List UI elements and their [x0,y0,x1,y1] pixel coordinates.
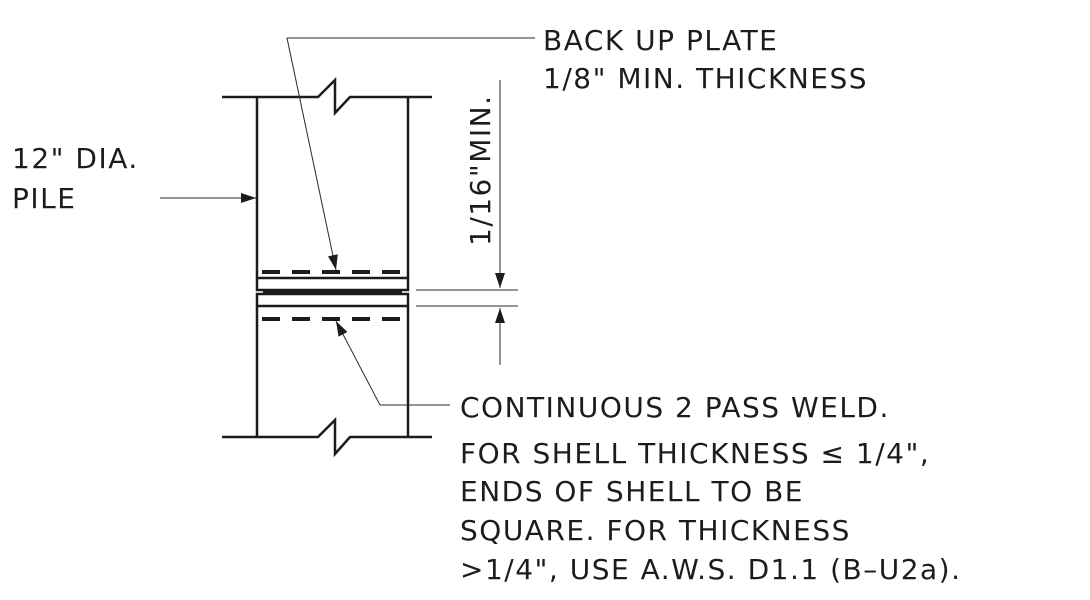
weld-leader [335,320,450,406]
lower-pile-shell [255,306,410,437]
gap-dimension [416,80,518,365]
backup-plate-label-line2: 1/8" MIN. THICKNESS [543,62,868,95]
pile-label-line1: 12" DIA. [12,142,139,175]
weld-pass-dashes [262,270,404,321]
backup-plate-label-line1: BACK UP PLATE [543,24,778,57]
bottom-break-line [222,416,432,458]
weld-note-line3: ENDS OF SHELL TO BE [460,475,804,508]
pile-label-line2: PILE [12,182,76,215]
back-up-plate [263,289,402,295]
weld-note-line1: CONTINUOUS 2 PASS WELD. [460,391,890,424]
weld-note-line5: >1/4", USE A.W.S. D1.1 (B–U2a). [460,553,962,586]
weld-note-line4: SQUARE. FOR THICKNESS [460,514,851,547]
back-up-plate-leader [286,37,535,271]
top-break-line [222,76,432,117]
gap-dimension-label: 1/16"MIN. [464,94,497,246]
upper-pile-shell [255,97,410,278]
weld-note-line2: FOR SHELL THICKNESS ≤ 1/4", [460,437,930,470]
